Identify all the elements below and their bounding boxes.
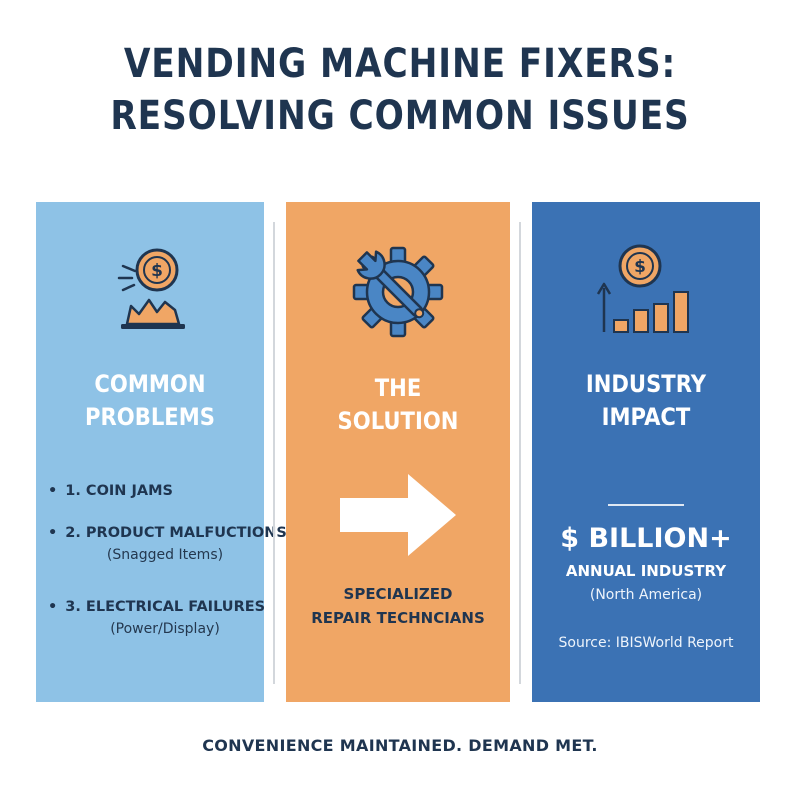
industry-value-stat: $ BILLION+ xyxy=(560,523,732,554)
growth-chart-icon: $ xyxy=(532,242,760,338)
stat-label: ANNUAL INDUSTRY xyxy=(565,562,727,580)
industry-impact-panel: $ INDUSTRY IMPACT $ BILLION+ ANNUAL INDU… xyxy=(532,202,760,702)
list-item: •1. COIN JAMS xyxy=(48,483,173,499)
footer-tagline: CONVENIENCE MAINTAINED. DEMAND MET. xyxy=(202,736,598,755)
column-divider xyxy=(519,222,521,684)
svg-text:$: $ xyxy=(634,257,646,277)
section-divider xyxy=(608,504,684,506)
gear-wrench-icon xyxy=(286,244,510,340)
stat-source: Source: IBISWorld Report xyxy=(558,635,734,651)
solution-panel: THE SOLUTION SPECIALIZED REPAIR TECHNCIA… xyxy=(286,202,510,702)
common-problems-heading: COMMON PROBLEMS xyxy=(85,370,215,431)
stat-region: (North America) xyxy=(589,587,703,603)
list-item: •2. PRODUCT MALFUCTIONS (Snagged Items) xyxy=(48,525,287,563)
svg-text:$: $ xyxy=(151,261,163,281)
industry-impact-heading: INDUSTRY IMPACT xyxy=(585,370,707,431)
right-arrow-icon xyxy=(286,470,510,560)
title-line-2: RESOLVING COMMON ISSUES xyxy=(110,93,690,139)
coin-jam-icon: $ xyxy=(36,244,264,334)
solution-text: SPECIALIZED REPAIR TECHNCIANS xyxy=(311,585,485,627)
common-problems-panel: $ COMMON PROBLEMS •1. COIN JAMS •2. PROD… xyxy=(36,202,287,702)
solution-heading: THE SOLUTION xyxy=(337,374,459,435)
page-title: VENDING MACHINE FIXERS: RESOLVING COMMON… xyxy=(56,38,744,142)
column-divider xyxy=(273,222,275,684)
title-line-1: VENDING MACHINE FIXERS: xyxy=(123,41,677,87)
list-item: •3. ELECTRICAL FAILURES (Power/Display) xyxy=(48,599,266,637)
